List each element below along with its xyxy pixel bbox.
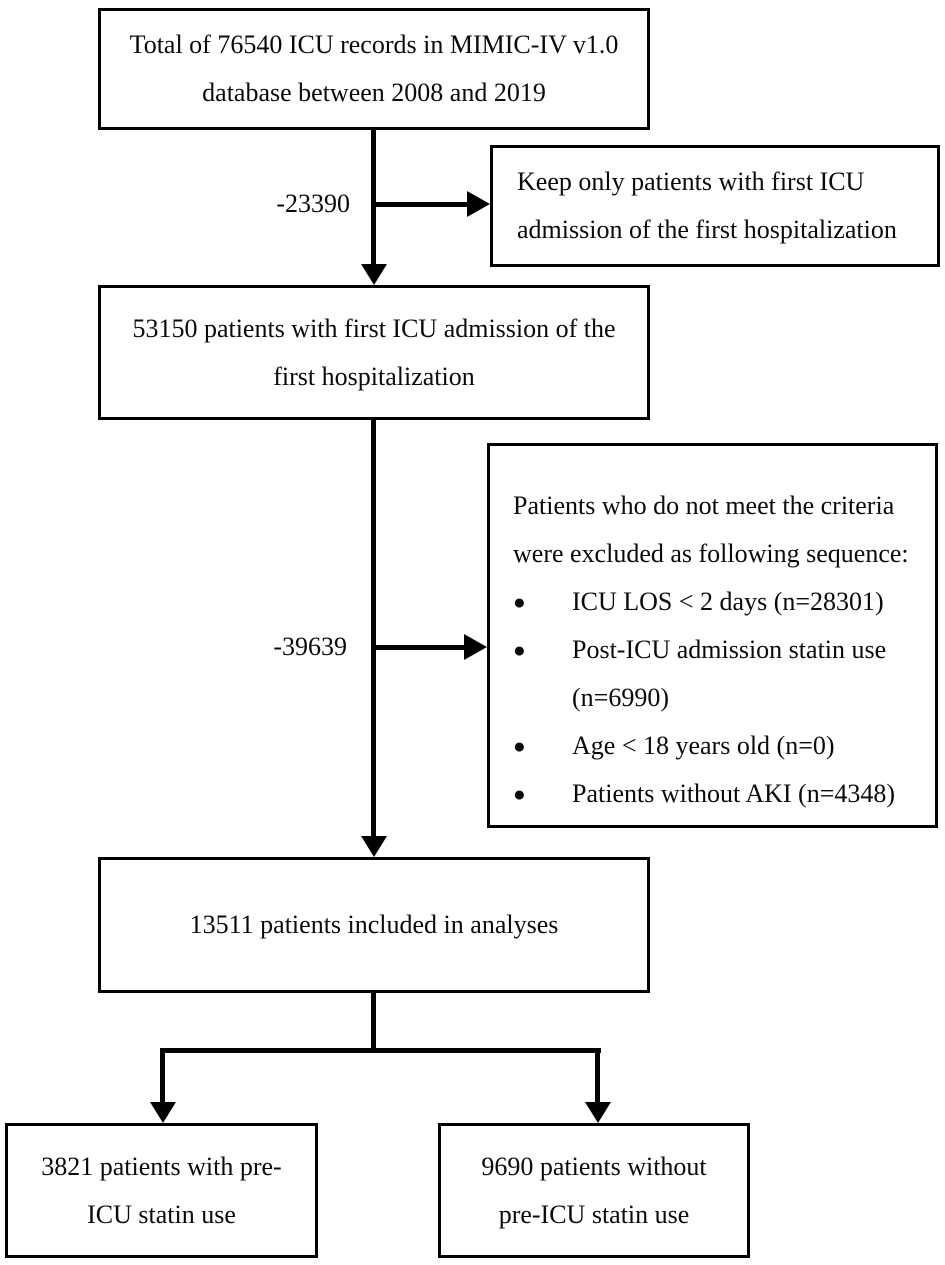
node-text-line: pre-ICU statin use: [498, 1199, 690, 1229]
bullet-icon: ●: [513, 782, 526, 806]
arrowhead-down-to-firstadmission: [361, 264, 387, 285]
bullet-icon: ●: [513, 638, 526, 662]
node-text-line: admission of the first hospitalization: [517, 215, 897, 244]
node-text-line: first hospitalization: [273, 361, 475, 391]
node-text-line: 3821 patients with pre-: [41, 1151, 282, 1181]
node-text-line: ICU statin use: [87, 1199, 236, 1229]
node-keep-first-admission: Keep only patients with first ICU admiss…: [490, 145, 940, 267]
edge-label-excluded-23390: -23390: [276, 189, 350, 218]
exclusion-intro-line: were excluded as following sequence:: [513, 539, 909, 568]
node-text-line: 53150 patients with first ICU admission …: [132, 313, 616, 343]
exclusion-item: ● Age < 18 years old (n=0): [513, 722, 929, 770]
node-no-pre-icu-statin: 9690 patients without pre-ICU statin use: [438, 1123, 750, 1258]
arrowhead-right-exclusion2: [464, 634, 487, 660]
node-text-line: 13511 patients included in analyses: [189, 910, 559, 939]
connector-line-split: [161, 1048, 601, 1053]
exclusion-item-text: ICU LOS < 2 days (n=28301): [572, 587, 884, 616]
node-included: 13511 patients included in analyses: [98, 857, 650, 993]
exclusion-item-text: Post-ICU admission statin use (n=6990): [572, 635, 887, 712]
arrowhead-down-to-pre-icu-statin: [150, 1102, 176, 1123]
connector-line-exclusion1: [373, 202, 470, 207]
connector-line-exclusion2: [373, 645, 465, 650]
node-exclusion-criteria: Patients who do not meet the criteria we…: [487, 443, 938, 828]
node-text-line: Keep only patients with first ICU: [517, 167, 865, 196]
connector-line-left-drop: [160, 1048, 165, 1105]
node-text-line: 9690 patients without: [481, 1151, 707, 1181]
node-first-admission: 53150 patients with first ICU admission …: [98, 285, 650, 420]
exclusion-item-text: Patients without AKI (n=4348): [572, 779, 896, 808]
arrowhead-down-to-included: [361, 836, 387, 857]
arrowhead-right-exclusion1: [467, 191, 490, 217]
exclusion-item: ● Post-ICU admission statin use (n=6990): [513, 626, 929, 722]
arrowhead-down-to-no-pre-icu-statin: [585, 1102, 611, 1123]
exclusion-item: ● ICU LOS < 2 days (n=28301): [513, 578, 929, 626]
bullet-icon: ●: [513, 590, 526, 614]
connector-line-included-stub: [371, 993, 376, 1050]
node-total-records: Total of 76540 ICU records in MIMIC-IV v…: [98, 8, 650, 130]
exclusion-item-text: Age < 18 years old (n=0): [572, 731, 835, 760]
bullet-icon: ●: [513, 734, 526, 758]
node-pre-icu-statin: 3821 patients with pre- ICU statin use: [5, 1123, 318, 1258]
edge-label-excluded-39639: -39639: [273, 632, 347, 661]
connector-line-right-drop: [595, 1048, 600, 1105]
node-text-line: Total of 76540 ICU records in MIMIC-IV v…: [129, 30, 619, 59]
connector-line-total-to-firstadmission: [371, 130, 376, 267]
node-text-line: database between 2008 and 2019: [202, 78, 546, 107]
connector-line-firstadmission-to-included: [371, 420, 376, 837]
exclusion-item: ● Patients without AKI (n=4348): [513, 770, 929, 818]
exclusion-intro-line: Patients who do not meet the criteria: [513, 491, 895, 520]
